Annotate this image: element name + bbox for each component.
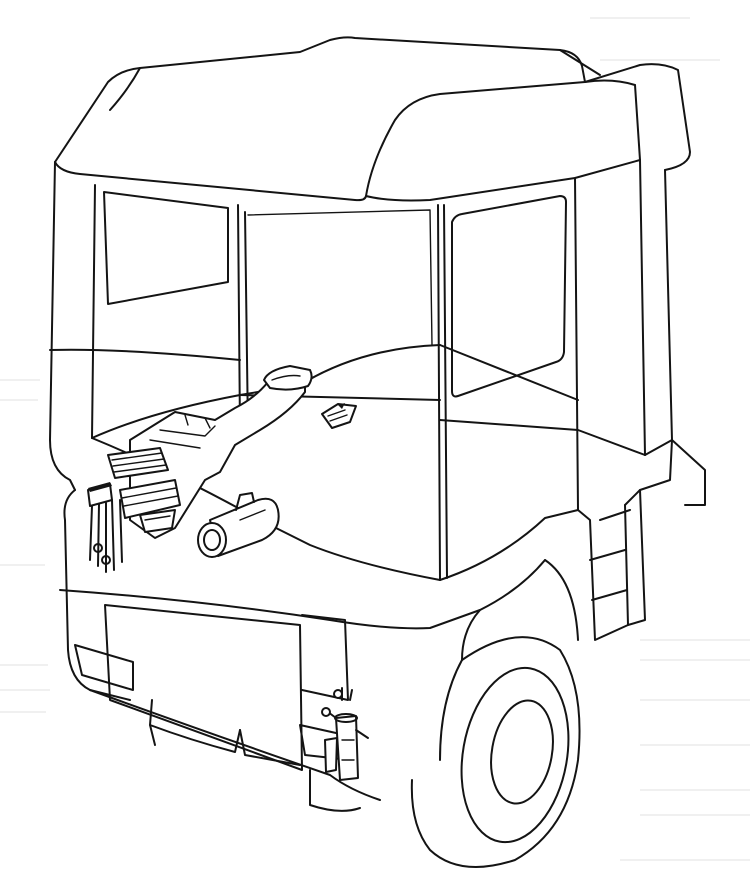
bleed-through-text <box>0 17 750 861</box>
cab-steps <box>577 439 706 641</box>
evaporator-duct-assembly <box>107 365 313 539</box>
blower-cylinder <box>197 492 280 558</box>
cab-roof <box>54 36 691 202</box>
cab-windows <box>103 191 567 398</box>
front-panel <box>59 437 579 812</box>
front-wheel <box>410 559 581 869</box>
receiver-drier <box>321 687 369 781</box>
control-unit <box>87 482 123 573</box>
dashboard-vent-panel <box>321 403 357 429</box>
cab-body <box>49 159 673 581</box>
